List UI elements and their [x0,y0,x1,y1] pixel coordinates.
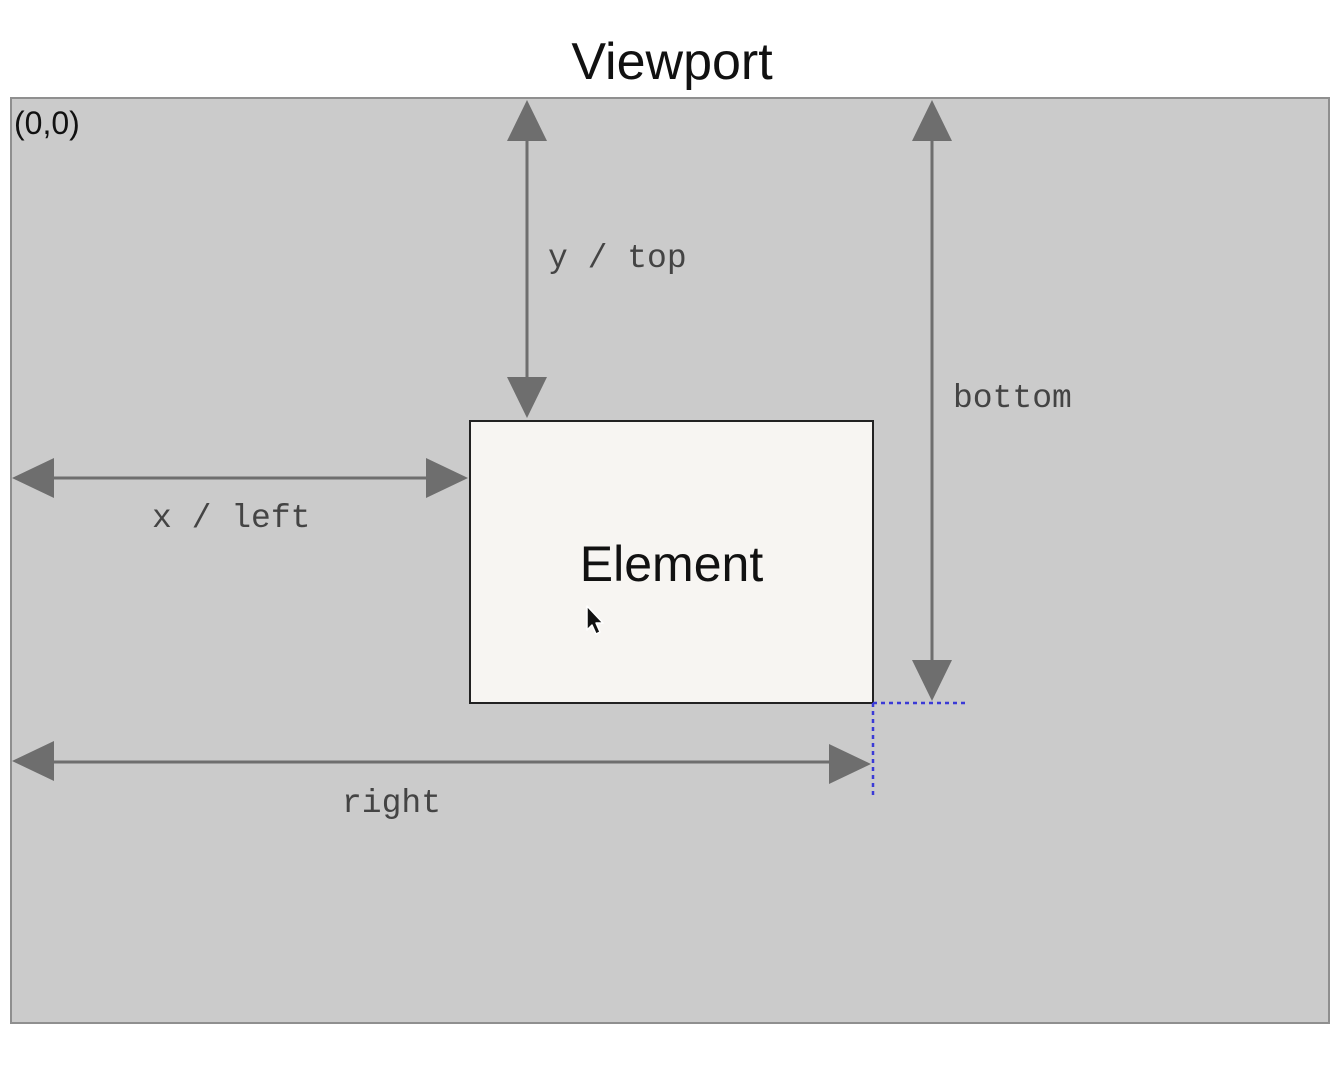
x-left-label: x / left [152,500,311,537]
element-box [469,420,874,704]
y-top-label: y / top [548,240,687,277]
origin-label: (0,0) [14,105,80,141]
viewport-title: Viewport [571,33,773,91]
bottom-label: bottom [953,380,1072,417]
right-label: right [342,785,442,822]
element-label: Element [579,536,764,592]
